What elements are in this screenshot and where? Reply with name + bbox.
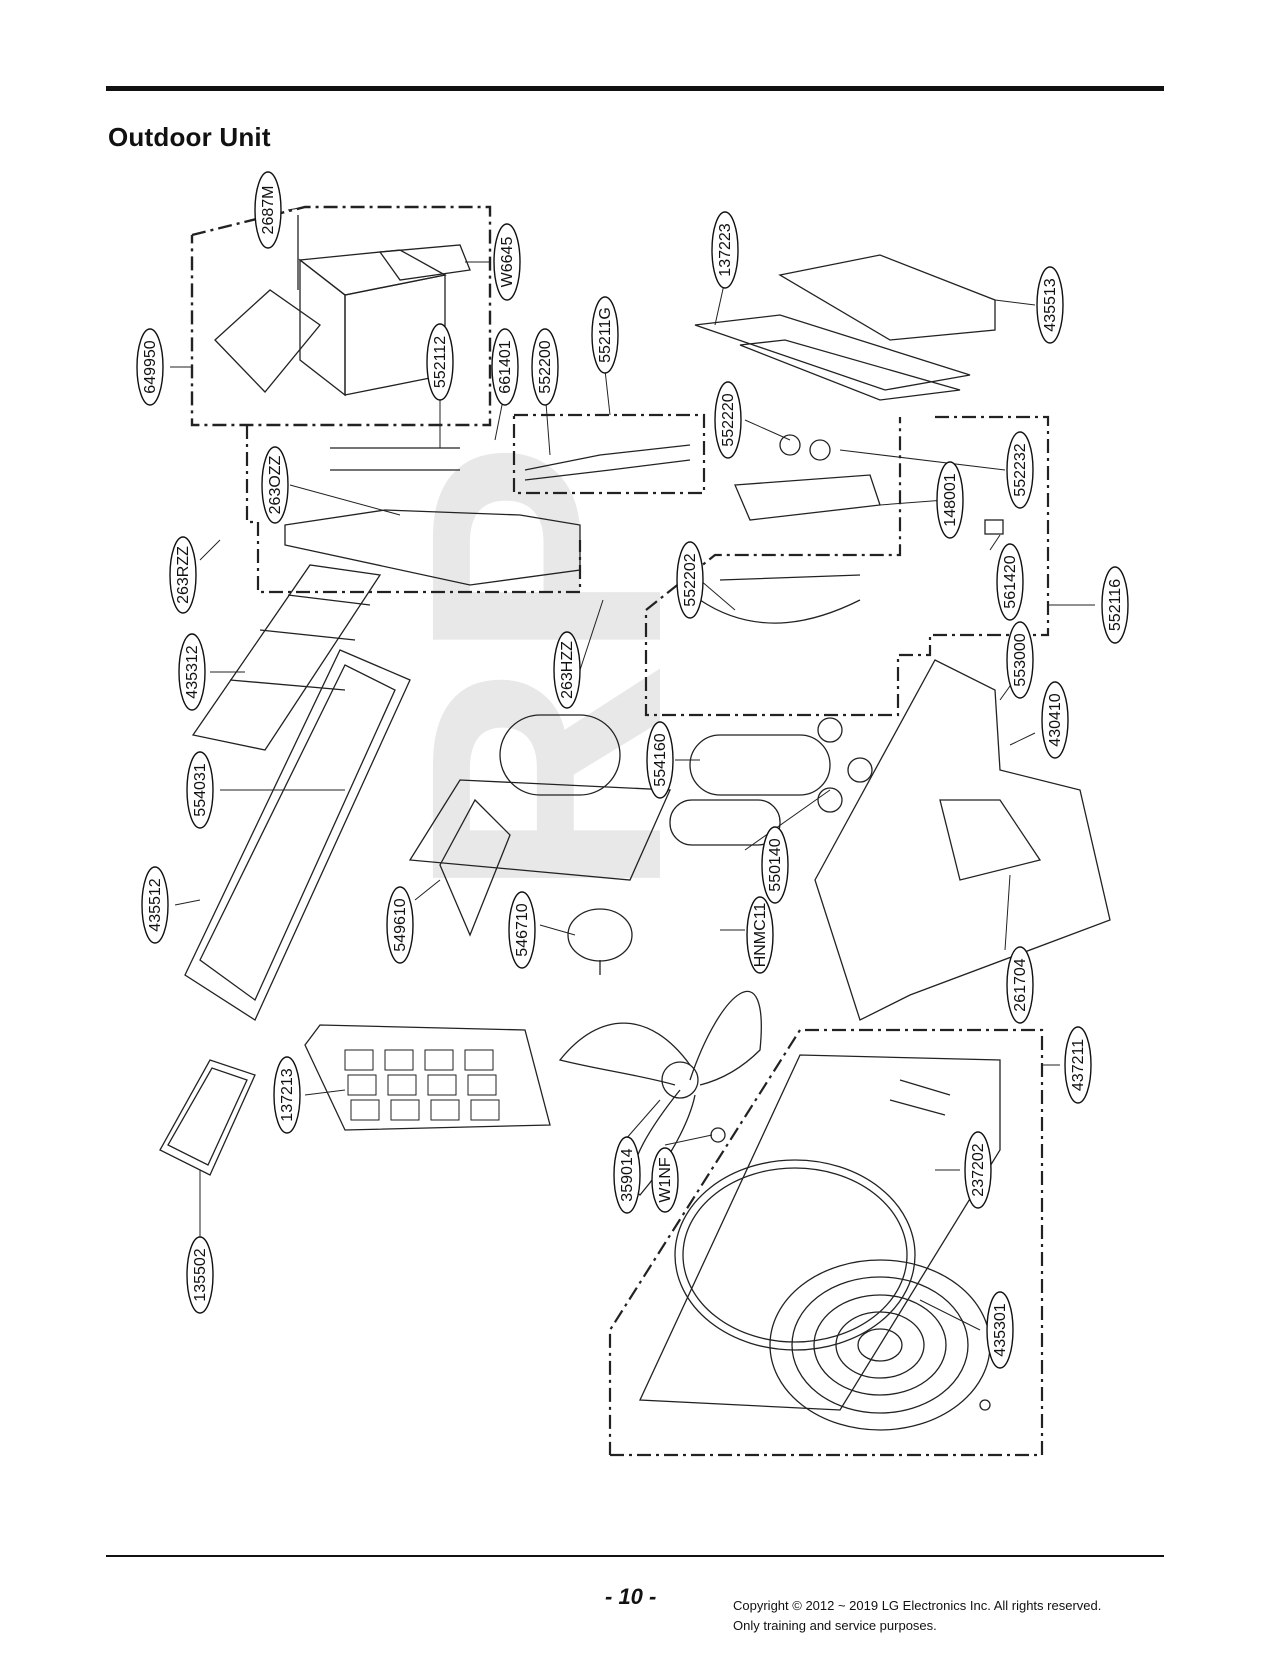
copyright-line-1: Copyright © 2012 ~ 2019 LG Electronics I… [733, 1598, 1102, 1613]
callout-554031: 554031 [186, 751, 214, 829]
callout-553000: 553000 [1006, 621, 1034, 699]
svg-text:237202: 237202 [970, 1143, 987, 1196]
callout-261704: 261704 [1006, 946, 1034, 1024]
top-cover-drawing [694, 254, 996, 401]
fan-motor-drawing [567, 908, 633, 975]
svg-text:552220: 552220 [720, 393, 737, 446]
compressor-drawing [499, 714, 873, 846]
svg-text:552200: 552200 [537, 340, 554, 393]
svg-text:W1NF: W1NF [657, 1157, 674, 1203]
svg-text:552116: 552116 [1107, 579, 1124, 631]
side-panel-drawing [184, 649, 411, 1021]
section-title: Outdoor Unit [108, 122, 271, 152]
watermark: RP [361, 442, 730, 900]
svg-text:430410: 430410 [1047, 693, 1064, 746]
svg-text:148001: 148001 [942, 473, 959, 526]
callout-649950: 649950 [136, 328, 164, 406]
svg-text:549610: 549610 [392, 898, 409, 951]
svg-text:263RZZ: 263RZZ [175, 546, 192, 604]
copyright-notice: Copyright © 2012 ~ 2019 LG Electronics I… [733, 1596, 1101, 1636]
callout-W6645: W6645 [493, 223, 521, 301]
small-frame-drawing [159, 1059, 256, 1176]
callout-2687M: 2687M [254, 171, 282, 249]
fan-blade-drawing [558, 990, 762, 1196]
base-pan-drawing [408, 779, 671, 937]
callout-430410: 430410 [1041, 681, 1069, 759]
side-grille-drawing [191, 564, 382, 751]
svg-text:263OZZ: 263OZZ [267, 455, 284, 514]
right-side-panel-drawing [814, 659, 1111, 1021]
group-outline-control-box [190, 205, 492, 427]
callout-552232: 552232 [1006, 431, 1034, 509]
bottom-rule [106, 1555, 1164, 1557]
svg-text:HNMC11: HNMC11 [752, 903, 769, 968]
callout-550140: 550140 [761, 826, 789, 904]
callout-552116: 552116 [1101, 566, 1129, 644]
svg-text:552112: 552112 [432, 336, 449, 388]
callout-263OZZ: 263OZZ [261, 446, 289, 524]
callout-435312: 435312 [178, 633, 206, 711]
heat-exchanger-drawing [284, 444, 691, 586]
front-panel-drawing [639, 1054, 1001, 1411]
group-outline-wiring [245, 425, 582, 594]
page-number: - 10 - [605, 1584, 657, 1609]
callout-435512: 435512 [141, 866, 169, 944]
callout-549610: 549610 [386, 886, 414, 964]
svg-text:552232: 552232 [1012, 443, 1029, 496]
svg-text:2687M: 2687M [260, 186, 277, 235]
rear-filter-drawing [304, 1024, 551, 1131]
svg-text:553000: 553000 [1012, 633, 1029, 686]
callout-HNMC11: HNMC11 [746, 896, 774, 974]
svg-text:55211G: 55211G [597, 307, 614, 363]
copyright-line-2: Only training and service purposes. [733, 1618, 937, 1633]
callout-437211: 437211 [1064, 1026, 1092, 1104]
svg-text:554031: 554031 [192, 763, 209, 816]
callout-148001: 148001 [936, 461, 964, 539]
svg-text:137223: 137223 [717, 223, 734, 276]
group-outline-front-panel [608, 1028, 1044, 1457]
callout-552202: 552202 [676, 541, 704, 619]
callout-661401: 661401 [491, 328, 519, 406]
svg-text:561420: 561420 [1002, 555, 1019, 608]
svg-text:649950: 649950 [142, 340, 159, 393]
top-rule [106, 86, 1164, 91]
svg-text:135502: 135502 [192, 1248, 209, 1301]
callout-237202: 237202 [964, 1131, 992, 1209]
svg-text:437211: 437211 [1070, 1039, 1087, 1091]
svg-text:261704: 261704 [1012, 958, 1029, 1011]
callout-263HZZ: 263HZZ [553, 631, 581, 709]
callout-546710: 546710 [508, 891, 536, 969]
svg-text:435312: 435312 [184, 645, 201, 698]
svg-text:W6645: W6645 [499, 237, 516, 288]
callout-55211G: 55211G [591, 296, 619, 374]
callout-263RZZ: 263RZZ [169, 536, 197, 614]
group-outline-reversing-valve [512, 413, 706, 495]
callout-135502: 135502 [186, 1236, 214, 1314]
callout-435301: 435301 [986, 1291, 1014, 1369]
svg-text:435512: 435512 [147, 878, 164, 931]
callout-W1NF: W1NF [651, 1147, 679, 1213]
callout-561420: 561420 [996, 543, 1024, 621]
leader-lines [170, 206, 1095, 1331]
callout-552220: 552220 [714, 381, 742, 459]
svg-text:661401: 661401 [497, 340, 514, 393]
svg-text:359014: 359014 [619, 1148, 636, 1201]
callout-552200: 552200 [531, 328, 559, 406]
svg-text:263HZZ: 263HZZ [559, 641, 576, 699]
callout-552112: 552112 [426, 323, 454, 401]
callout-554160: 554160 [646, 721, 674, 799]
svg-text:137213: 137213 [279, 1068, 296, 1121]
svg-text:435513: 435513 [1042, 278, 1059, 331]
svg-text:554160: 554160 [652, 733, 669, 786]
group-outline-valves [644, 415, 1050, 717]
callout-137213: 137213 [273, 1056, 301, 1134]
callout-435513: 435513 [1036, 266, 1064, 344]
callout-137223: 137223 [711, 211, 739, 289]
svg-text:550140: 550140 [767, 838, 784, 891]
svg-text:552202: 552202 [682, 553, 699, 606]
svg-text:435301: 435301 [992, 1303, 1009, 1356]
callout-359014: 359014 [613, 1136, 641, 1214]
svg-text:546710: 546710 [514, 903, 531, 956]
